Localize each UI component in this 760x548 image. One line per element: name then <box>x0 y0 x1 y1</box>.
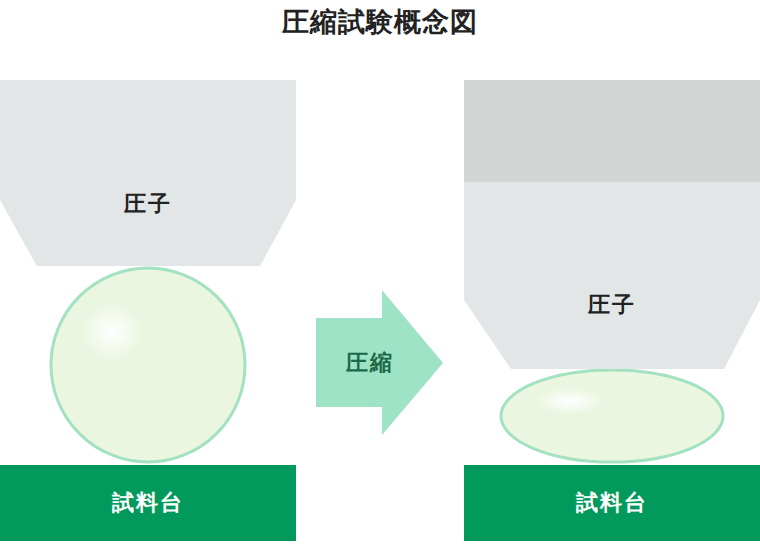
sample-stage: 試料台 <box>464 465 760 541</box>
sample-stage: 試料台 <box>0 465 296 541</box>
node-label: 試料台 <box>112 490 184 516</box>
indenter-body <box>0 80 296 266</box>
indenter-body <box>464 182 760 369</box>
indenter: 圧子 <box>464 80 760 369</box>
indenter-top <box>464 80 760 182</box>
compression-arrow: 圧縮 <box>316 290 444 436</box>
stage-block <box>464 465 760 541</box>
compressed-sample <box>501 370 723 462</box>
diagram-title: 圧縮試験概念図 <box>0 4 760 40</box>
indenter: 圧子 <box>0 80 296 266</box>
sphere-highlight <box>80 302 144 362</box>
stage-block <box>0 465 296 541</box>
sample-highlight <box>534 387 606 415</box>
node-label: 試料台 <box>576 490 648 516</box>
indenter-outline <box>0 80 296 266</box>
node-label: 圧縮 <box>346 350 394 376</box>
indenter-outline <box>464 80 760 369</box>
arrow-shape <box>316 290 443 435</box>
sample-sphere <box>51 268 245 462</box>
node-label: 圧子 <box>588 292 636 318</box>
node-label: 圧子 <box>124 191 172 217</box>
